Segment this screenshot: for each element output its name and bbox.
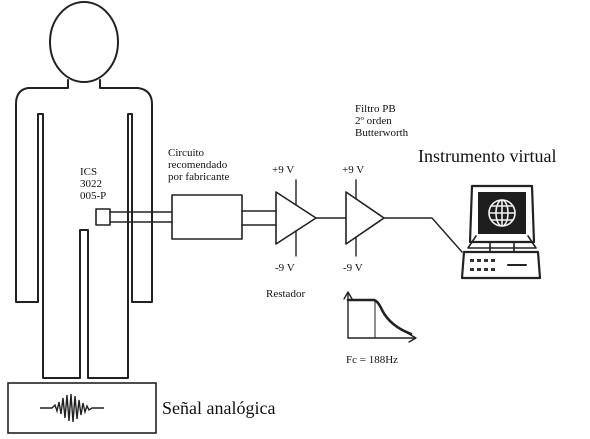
circuit-to-subtractor-wires [241,210,277,226]
human-figure [15,1,153,379]
subtractor-supply-neg-label: -9 V [275,262,295,274]
sensor-cable [109,211,173,223]
filter-cutoff-label: Fc = 188Hz [346,354,399,366]
filter-label: Filtro PB 2º orden Butterworth [355,103,409,139]
keyboard-keys [470,259,495,271]
signal-label: Señal analógica [162,398,276,418]
filter-supply-pos-label: +9 V [342,164,365,176]
subtractor-supply-pos-label: +9 V [272,164,295,176]
filter-response-graph [343,291,417,343]
sensor [95,208,111,226]
filter-supply-neg-label: -9 V [343,262,363,274]
signal-waveform [40,393,104,423]
instrument-label: Instrumento virtual [418,146,557,166]
circuit-label: Circuito recomendado por fabricante [168,147,230,183]
computer-icon [460,184,542,280]
circuit-block [171,194,243,240]
filter-to-instrument-wire [383,217,463,253]
signal-panel [7,382,157,434]
subtractor-label: Restador [266,288,306,300]
globe-icon [488,199,516,227]
filter-amplifier [345,191,385,245]
sensor-label: ICS 3022 005-P [80,166,107,202]
